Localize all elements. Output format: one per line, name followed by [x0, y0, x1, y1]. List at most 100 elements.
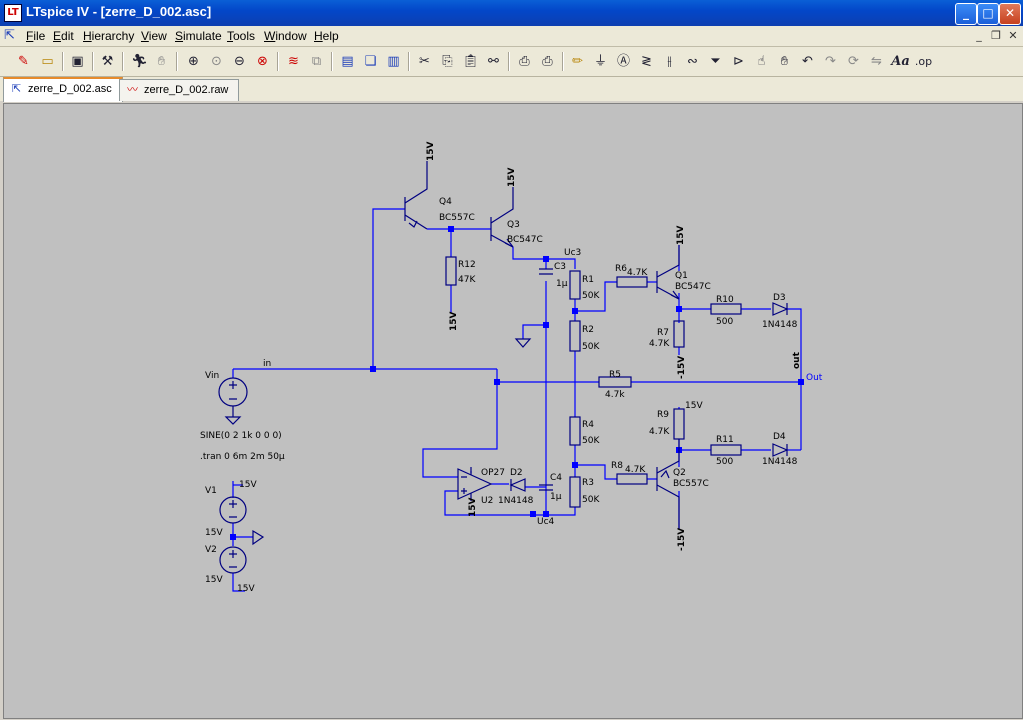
resistor-r3[interactable] — [569, 476, 581, 508]
print-icon[interactable]: ⎙ — [542, 54, 553, 69]
resistor-r11[interactable] — [710, 444, 742, 456]
menu-window[interactable]: Window — [264, 29, 307, 43]
resistor-r2[interactable] — [569, 320, 581, 352]
find-icon[interactable]: ⚯ — [488, 54, 499, 69]
text-icon[interactable]: Aa — [891, 54, 910, 69]
close-button[interactable]: ✕ — [999, 3, 1021, 25]
label-net-icon[interactable]: Ⓐ — [616, 54, 630, 69]
mdi-minimize-button[interactable]: _ — [976, 29, 982, 42]
label-q3: Q3 — [507, 220, 520, 230]
resistor-r4[interactable] — [569, 416, 581, 446]
tile-horizontal-icon[interactable]: ▤ — [341, 54, 354, 69]
components[interactable] — [218, 161, 789, 574]
paste-icon[interactable]: 📋︎ — [462, 54, 479, 69]
zoom-back-icon[interactable]: ⧉ — [311, 54, 322, 69]
menu-view[interactable]: View — [141, 29, 167, 43]
source-v1[interactable] — [219, 496, 247, 524]
menu-simulate[interactable]: Simulate — [175, 29, 222, 43]
redo-icon[interactable]: ↷ — [825, 54, 836, 69]
supply-labels: 15V 15V 15V 15V -15V -15V 15V out — [426, 141, 802, 551]
tab-schematic[interactable]: ⇱ zerre_D_002.asc — [3, 77, 123, 102]
resistor-r8[interactable] — [616, 473, 648, 485]
zoom-out-icon[interactable]: ⊖ — [234, 54, 245, 69]
diode-d3[interactable] — [772, 302, 789, 316]
diode-icon[interactable]: ⏷ — [710, 54, 721, 69]
undo-icon[interactable]: ↶ — [802, 54, 813, 69]
menu-file[interactable]: File — [26, 29, 46, 43]
label-r8-value: 4.7K — [625, 465, 646, 475]
title-bar: LT LTspice IV - [zerre_D_002.asc] _ □ ✕ — [0, 0, 1023, 26]
autorange-icon[interactable]: ≋ — [288, 54, 299, 69]
resistor-r9[interactable] — [673, 408, 685, 440]
menu-tools[interactable]: Tools — [227, 29, 256, 43]
schematic-canvas[interactable]: in Vin SINE(0 2 1k 0 0 0) .tran 0 6m 2m … — [3, 103, 1023, 719]
drag-icon[interactable]: ✋︎ — [780, 54, 789, 69]
resistor-r6[interactable] — [616, 276, 648, 288]
wires[interactable] — [232, 208, 802, 592]
ltspice-logo-icon[interactable]: LT — [4, 4, 22, 22]
run-icon[interactable]: 🏃︎ — [131, 54, 148, 69]
maximize-button[interactable]: □ — [977, 3, 999, 25]
label-r9: R9 — [657, 410, 669, 420]
halt-icon[interactable]: ✋︎ — [157, 54, 166, 69]
label-r11: R11 — [716, 435, 734, 445]
menu-edit[interactable]: Edit — [53, 29, 74, 43]
zoom-in-icon[interactable]: ⊕ — [188, 54, 199, 69]
transistor-q1[interactable] — [656, 245, 680, 300]
resistor-r10[interactable] — [710, 303, 742, 315]
minimize-button[interactable]: _ — [955, 3, 977, 25]
cascade-icon[interactable]: ❏ — [364, 54, 377, 69]
schematic-labels: in Vin SINE(0 2 1k 0 0 0) .tran 0 6m 2m … — [200, 197, 823, 594]
supply-label-q3: 15V — [507, 167, 517, 187]
zoom-fit-icon[interactable]: ⊗ — [257, 54, 268, 69]
transistor-q3[interactable] — [490, 187, 514, 248]
tab-waveform[interactable]: 〰 zerre_D_002.raw — [119, 79, 239, 101]
capacitor-c4[interactable] — [539, 484, 553, 491]
resistor-r7[interactable] — [673, 320, 685, 348]
capacitor-icon[interactable]: ⫲ — [667, 54, 672, 69]
component-icon[interactable]: ⊳ — [733, 54, 744, 69]
print-setup-icon[interactable]: ⎙ — [519, 54, 530, 69]
resistor-r5[interactable] — [598, 376, 632, 388]
menu-help[interactable]: Help — [314, 29, 339, 43]
source-vin[interactable] — [218, 377, 248, 425]
tab-label: zerre_D_002.raw — [144, 84, 229, 96]
capacitor-c3[interactable] — [539, 268, 553, 275]
inductor-icon[interactable]: ∾ — [687, 54, 698, 69]
mdi-restore-button[interactable]: ❐ — [991, 29, 1001, 42]
control-panel-icon[interactable]: ⚒ — [101, 54, 114, 69]
label-r12-value: 47K — [458, 275, 476, 285]
supply-label-q1: 15V — [676, 225, 686, 245]
resistor-r1[interactable] — [569, 270, 581, 300]
transistor-q2[interactable] — [656, 439, 680, 529]
label-d3: D3 — [773, 293, 786, 303]
move-icon[interactable]: ☝ — [757, 54, 766, 69]
tile-vertical-icon[interactable]: ▥ — [387, 54, 400, 69]
label-u2: U2 — [481, 496, 493, 506]
diode-d2[interactable] — [509, 478, 526, 492]
source-v2[interactable] — [219, 546, 247, 574]
open-icon[interactable]: ▭ — [41, 54, 54, 69]
net-label-out-port: Out — [806, 373, 823, 383]
mirror-icon[interactable]: ⇋ — [871, 54, 882, 69]
rotate-icon[interactable]: ⟳ — [848, 54, 859, 69]
mdi-close-button[interactable]: ✕ — [1008, 29, 1018, 42]
pan-icon[interactable]: ⊙ — [211, 54, 222, 69]
opamp-u2[interactable] — [457, 467, 493, 501]
spice-directive-icon[interactable]: .op — [914, 55, 933, 68]
resistor-icon[interactable]: ≷ — [641, 54, 652, 69]
resistor-r12[interactable] — [445, 256, 457, 286]
schematic-drawing[interactable]: in Vin SINE(0 2 1k 0 0 0) .tran 0 6m 2m … — [4, 104, 1022, 718]
transistor-q4[interactable] — [404, 161, 428, 230]
menu-hierarchy[interactable]: Hierarchy — [83, 29, 135, 43]
net-label-v1-top: 15V — [239, 480, 257, 490]
copy-icon[interactable]: ⎘ — [442, 54, 453, 69]
label-r6-value: 4.7K — [627, 268, 648, 278]
schematic-window-icon[interactable]: ⇱ — [4, 28, 15, 43]
diode-d4[interactable] — [772, 443, 789, 457]
new-schematic-icon[interactable]: ✎ — [18, 54, 29, 69]
draw-wire-icon[interactable]: ✏ — [572, 54, 583, 69]
ground-icon[interactable]: ⏚ — [593, 54, 607, 69]
save-icon[interactable]: ▣ — [71, 54, 84, 69]
cut-icon[interactable]: ✂ — [419, 54, 430, 69]
